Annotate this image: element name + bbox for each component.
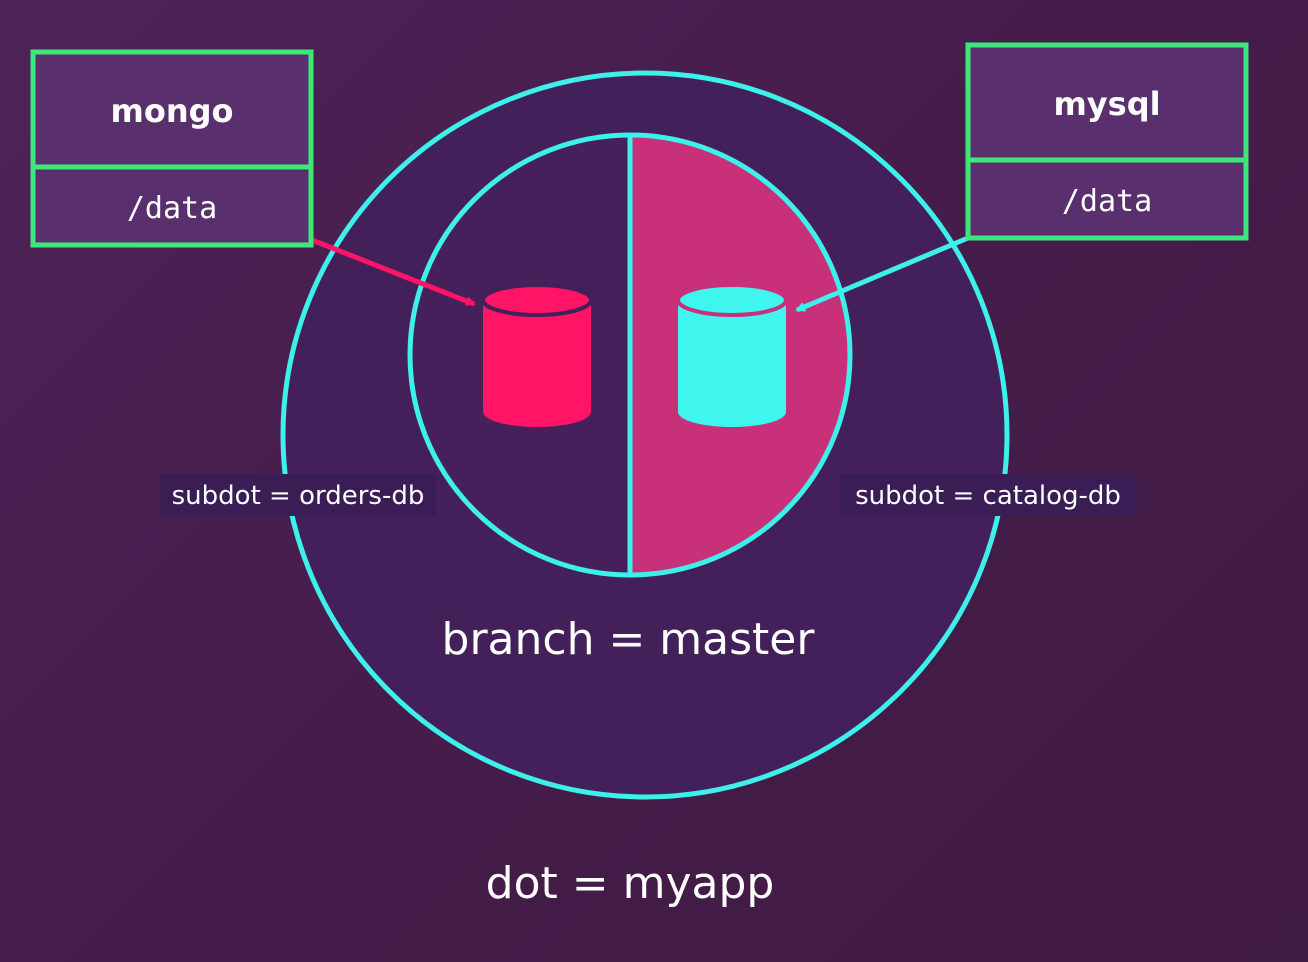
branch-label: branch = master xyxy=(442,614,816,665)
mongo-mount-arrow xyxy=(311,237,476,307)
subdot-catalog-text: subdot = catalog-db xyxy=(855,481,1121,511)
mysql-container-box: mysql /data xyxy=(965,42,1249,241)
subdot-orders-text: subdot = orders-db xyxy=(172,481,425,511)
subdot-orders-label: subdot = orders-db xyxy=(160,474,436,516)
mysql-mount-arrow xyxy=(795,235,969,313)
mongo-mount-path: /data xyxy=(127,191,217,226)
dot-label: dot = myapp xyxy=(486,858,775,909)
catalog-db-cylinder-icon xyxy=(676,283,788,427)
subdot-catalog-label: subdot = catalog-db xyxy=(840,474,1137,516)
mysql-container-name: mysql xyxy=(1053,85,1160,123)
orders-db-cylinder-icon xyxy=(481,283,593,427)
mysql-mount-path: /data xyxy=(1062,184,1152,219)
mongo-container-box: mongo /data xyxy=(30,49,314,248)
mongo-container-name: mongo xyxy=(111,92,234,130)
